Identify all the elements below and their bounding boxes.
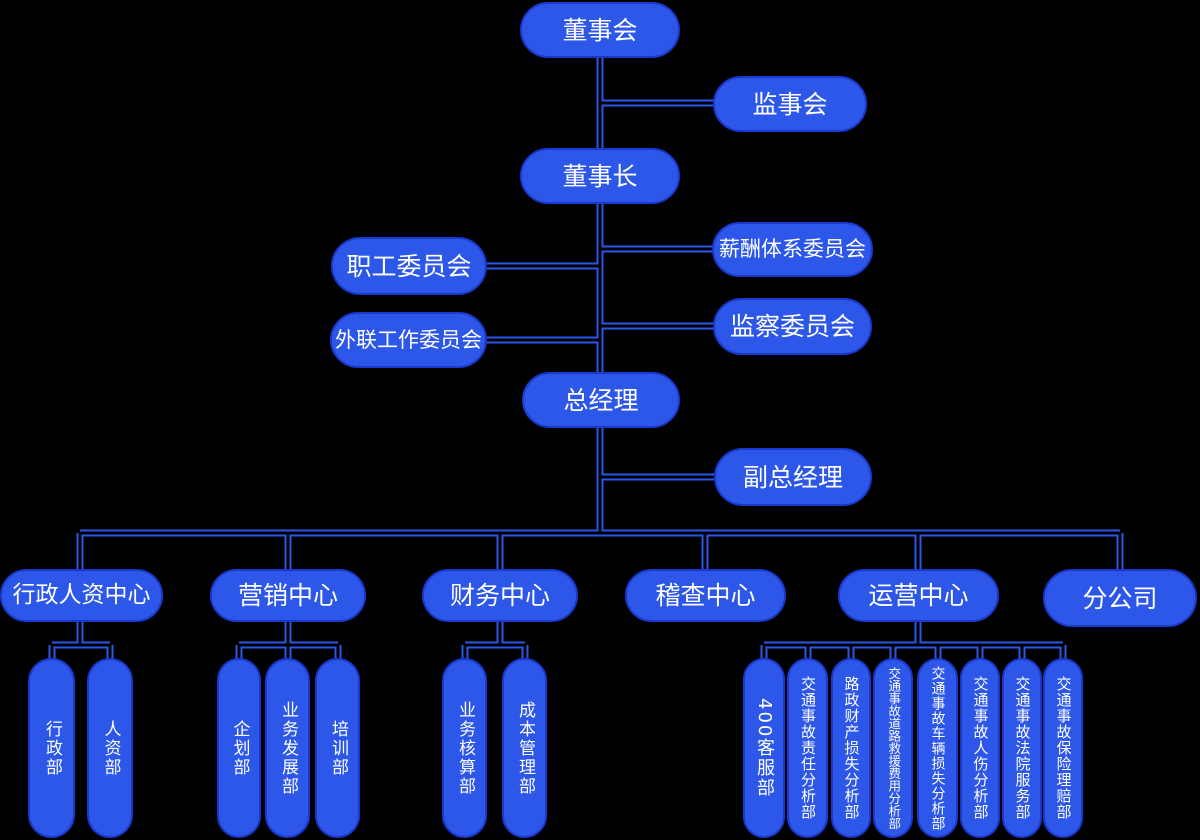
node-dept-court-service: 交通事故法院服务部	[1002, 658, 1042, 838]
node-dept-road-rescue-fee-analysis: 交通事故道路救援费用分析部	[873, 658, 913, 838]
dept-label: 交通事故保险理赔部	[1054, 676, 1073, 820]
node-center-operations: 运营中心	[838, 569, 999, 622]
dept-label: 路政财产损失分析部	[842, 676, 861, 820]
node-dept-road-property-loss-analysis: 路政财产损失分析部	[831, 658, 871, 838]
node-general-manager: 总经理	[522, 372, 680, 428]
node-board-of-directors: 董事会	[520, 2, 680, 58]
dept-label: 交通事故人伤分析部	[971, 676, 990, 820]
node-dept-business-accounting: 业务核算部	[442, 658, 487, 838]
dept-label: 人资部	[100, 719, 121, 777]
dept-label: 400客服部	[754, 697, 775, 799]
node-external-liaison-committee: 外联工作委员会	[330, 312, 487, 368]
node-staff-committee: 职工委员会	[331, 237, 487, 295]
node-dept-accident-liability-analysis: 交通事故责任分析部	[787, 658, 828, 838]
node-compensation-system-committee: 薪酬体系委员会	[712, 222, 873, 277]
node-dept-cost-management: 成本管理部	[502, 658, 547, 838]
dept-label: 培训部	[328, 719, 348, 777]
dept-label: 业务发展部	[278, 700, 298, 796]
node-center-marketing: 营销中心	[210, 569, 366, 622]
node-chairman: 董事长	[520, 148, 680, 204]
node-dept-personal-injury-analysis: 交通事故人伤分析部	[960, 658, 1000, 838]
dept-label: 交通事故道路救援费用分析部	[886, 666, 902, 830]
node-dept-human-resources: 人资部	[87, 658, 133, 838]
node-dept-vehicle-loss-analysis: 交通事故车辆损失分析部	[917, 658, 958, 838]
node-deputy-general-manager: 副总经理	[714, 448, 872, 506]
connector-inner-core	[50, 28, 1122, 664]
node-dept-planning: 企划部	[217, 658, 261, 838]
connector-outer-stroke	[52, 30, 1120, 662]
dept-label: 行政部	[42, 719, 62, 777]
dept-label: 业务核算部	[455, 700, 475, 796]
dept-label: 交通事故法院服务部	[1013, 676, 1032, 820]
dept-label: 成本管理部	[515, 700, 535, 796]
node-branch-company: 分公司	[1043, 569, 1197, 627]
node-dept-training: 培训部	[315, 658, 360, 838]
node-dept-business-development: 业务发展部	[265, 658, 310, 838]
node-dept-administration: 行政部	[28, 658, 75, 838]
node-supervisory-board: 监事会	[713, 76, 867, 132]
node-center-audit: 稽查中心	[625, 569, 786, 622]
dept-label: 交通事故责任分析部	[799, 676, 817, 820]
dept-label: 企划部	[229, 719, 250, 777]
node-dept-400-customer-service: 400客服部	[743, 658, 785, 838]
node-center-finance: 财务中心	[422, 569, 578, 622]
node-dept-insurance-claims: 交通事故保险理赔部	[1043, 658, 1083, 838]
node-center-admin-hr: 行政人资中心	[0, 569, 163, 622]
node-supervision-committee: 监察委员会	[713, 298, 872, 355]
dept-label: 交通事故车辆损失分析部	[929, 665, 946, 831]
